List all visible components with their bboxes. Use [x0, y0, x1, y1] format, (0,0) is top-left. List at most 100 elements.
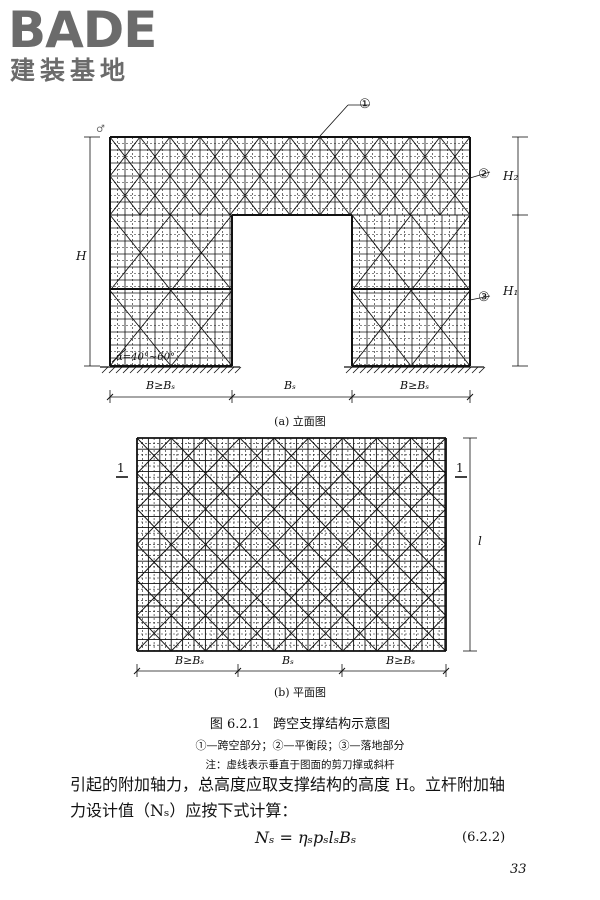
brace-line	[342, 508, 378, 545]
hatch-line	[380, 366, 388, 374]
hatch-line	[213, 366, 221, 374]
hatch-line	[345, 366, 353, 374]
plan-caption: (b) 平面图	[273, 686, 327, 699]
brace-line	[308, 579, 344, 616]
brace-line	[259, 136, 291, 177]
brace-line	[109, 175, 141, 216]
brace-line	[349, 136, 381, 177]
brace-line	[239, 508, 275, 545]
brace-line	[376, 544, 412, 581]
brace-line	[273, 615, 309, 652]
section-mark-right: 1	[456, 461, 464, 475]
brace-line	[136, 544, 172, 581]
elevation-view	[84, 104, 528, 403]
brace-line	[379, 175, 411, 216]
angle-line	[111, 348, 127, 363]
brace-line	[229, 175, 261, 216]
hatch-line	[366, 366, 374, 374]
brace-line	[376, 508, 412, 545]
callout-3: ③	[478, 290, 490, 305]
brace-line	[273, 544, 309, 581]
bade-logo: BADE 建装基地	[8, 4, 178, 90]
body-line-1: 引起的附加轴力，总高度应取支撑结构的高度 H。立杆附加轴	[70, 775, 506, 794]
label-l: l	[478, 534, 482, 548]
brace-line	[308, 615, 344, 652]
hatch-line	[108, 366, 116, 374]
hatch-line	[415, 366, 423, 374]
figure-legend: ①—跨空部分；②—平衡段；③—落地部分	[195, 739, 405, 752]
label-H1: H₁	[502, 284, 518, 298]
hatch-line	[373, 366, 381, 374]
figure-note: 注：虚线表示垂直于图面的剪刀撑或斜杆	[205, 759, 395, 771]
brace-line	[409, 136, 441, 177]
brace-line	[170, 579, 206, 616]
leader-line	[319, 104, 349, 137]
brace-line	[342, 544, 378, 581]
hatch-line	[387, 366, 395, 374]
brace-line	[109, 290, 172, 367]
brace-line	[136, 508, 172, 545]
dimension-tick	[348, 393, 356, 401]
brace-line	[205, 437, 241, 474]
hatch-line	[457, 366, 465, 374]
hatch-line	[143, 366, 151, 374]
plan-dim-left: B≥Bₛ	[174, 654, 204, 667]
brace-line	[170, 437, 206, 474]
formula: Nₛ = ηₛpₛlₛBₛ	[255, 828, 357, 847]
brace-line	[376, 437, 412, 474]
brace-line	[259, 175, 291, 216]
elev-dim-right: B≥Bₛ	[399, 379, 429, 392]
brace-line	[139, 136, 171, 177]
brace-line	[239, 579, 275, 616]
brace-line	[109, 136, 141, 177]
brace-line	[239, 473, 275, 510]
brace-line	[170, 615, 206, 652]
angle-label: α=40°~60°	[116, 352, 175, 363]
brace-line	[199, 136, 231, 177]
hatch-line	[115, 366, 123, 374]
brace-line	[273, 579, 309, 616]
dimension-tick	[466, 393, 474, 401]
page-number: 33	[510, 862, 527, 877]
dimension-tick	[106, 393, 114, 401]
brace-line	[239, 437, 275, 474]
hatch-line	[471, 366, 479, 374]
brace-line	[411, 544, 447, 581]
hatch-line	[171, 366, 179, 374]
brace-line	[319, 136, 351, 177]
brace-line	[136, 615, 172, 652]
figure-title: 图 6.2.1 跨空支撑结构示意图	[209, 717, 391, 732]
brace-line	[136, 473, 172, 510]
brace-line	[205, 508, 241, 545]
logo-sub-text: 建装基地	[10, 56, 131, 85]
brace-line	[170, 508, 206, 545]
hatch-line	[192, 366, 200, 374]
brace-line	[379, 136, 411, 177]
hatch-line	[227, 366, 235, 374]
brace-line	[139, 175, 171, 216]
dimension-tick	[442, 667, 450, 675]
brace-line	[439, 175, 471, 216]
brace-line	[170, 290, 233, 367]
plan-dim-right: B≥Bₛ	[385, 654, 415, 667]
brace-line	[289, 175, 321, 216]
plan-view	[116, 437, 477, 677]
brace-line	[205, 544, 241, 581]
hatch-line	[450, 366, 458, 374]
brace-line	[308, 508, 344, 545]
figure-svg: ① ② ③ H H₂ H₁ α=40°~60° B≥Bₛ Bₛ B≥Bₛ 1 1…	[75, 97, 528, 677]
brace-line	[109, 214, 172, 291]
logo-main-text: BADE	[8, 1, 157, 59]
hatch-line	[136, 366, 144, 374]
hatch-line	[429, 366, 437, 374]
brace-line	[308, 437, 344, 474]
brace-line	[136, 579, 172, 616]
brace-line	[411, 437, 447, 474]
hatch-line	[464, 366, 472, 374]
brace-line	[410, 290, 471, 367]
brace-line	[136, 437, 172, 474]
label-H2: H₂	[502, 169, 518, 183]
hatch-line	[101, 366, 109, 374]
hatch-line	[408, 366, 416, 374]
brace-line	[308, 544, 344, 581]
